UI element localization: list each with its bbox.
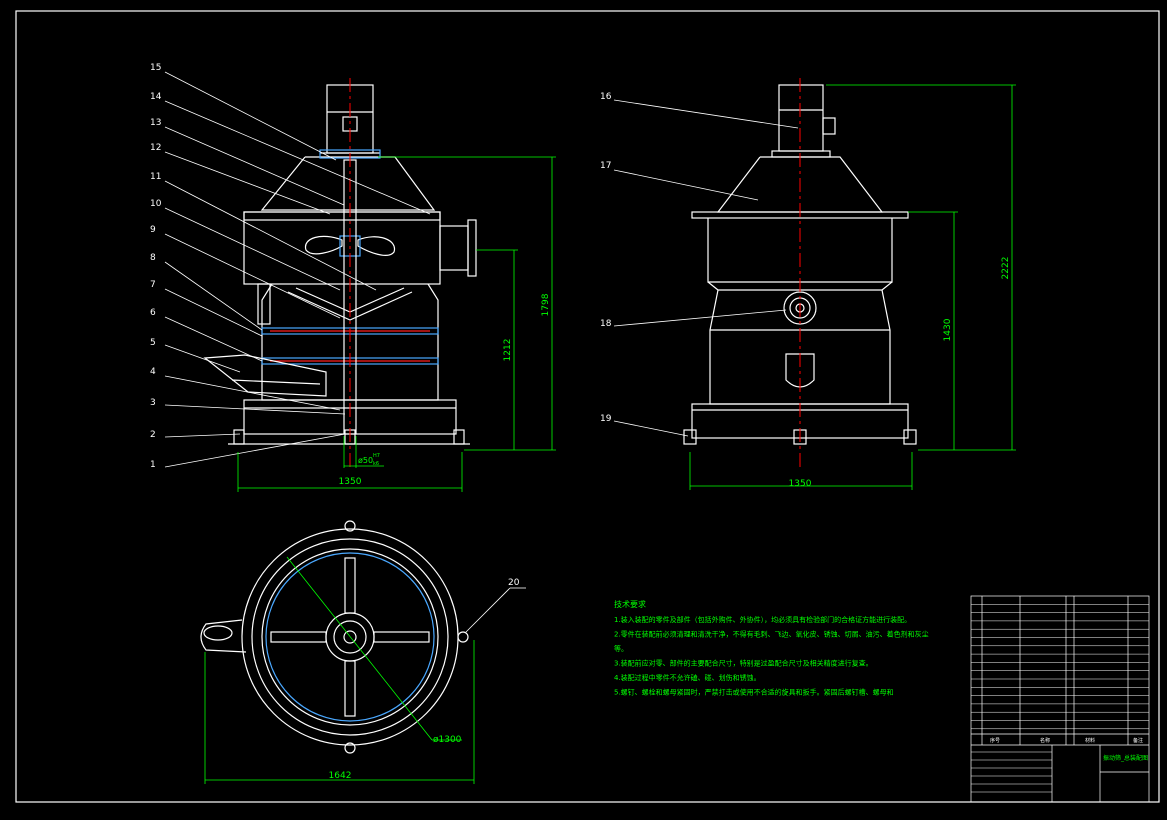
note-line: 5.螺钉、螺栓和螺母紧固时，严禁打击或使用不合适的旋具和扳手。紧固后螺钉槽、螺母…	[614, 688, 894, 697]
part-label-1: 1	[150, 460, 156, 470]
part-label-7: 7	[150, 280, 156, 290]
title-block-col-2: 名称	[1040, 737, 1050, 744]
front-dimensions	[237, 156, 556, 492]
front-height-dim: 1798	[541, 293, 551, 316]
part-label-10: 10	[150, 199, 162, 209]
side-leaders	[613, 99, 799, 437]
part-label-18: 18	[600, 319, 612, 329]
side-motor	[778, 84, 824, 152]
fan-blade-left	[304, 235, 343, 255]
side-height-dim: 2222	[1001, 257, 1011, 280]
shaft-tol-upper: H7	[373, 453, 380, 459]
plan-part-label: 20	[508, 578, 520, 588]
drawing-border	[15, 10, 1160, 803]
title-block-col-1: 序号	[990, 737, 1000, 744]
front-section-view	[203, 84, 477, 445]
note-line: 3.装配前应对零、部件的主要配合尺寸，特别是过盈配合尺寸及相关精度进行复查。	[614, 659, 873, 668]
annotation-text: 15 14 13 12 11 10 9 8 7 6 5 4 3 2 1 16 17 18 19 20 1798 1…	[150, 63, 1148, 781]
plan-inner-ring	[261, 548, 439, 726]
plan-spoke-bottom	[344, 660, 356, 717]
front-part-labels: 15 14 13 12 11 10 9 8 7 6 5 4 3 2 1	[150, 63, 162, 470]
plan-spoke-left	[270, 631, 327, 643]
title-block-col-4: 备注	[1133, 737, 1143, 744]
note-line: 4.装配过程中零件不允许磕、碰、划伤和锈蚀。	[614, 673, 761, 682]
title-block-drawing-name: 振动筛_总装配图	[1103, 754, 1148, 762]
side-foot-left	[683, 429, 697, 445]
title-block-rows	[971, 604, 1149, 793]
side-dimensions	[689, 84, 1016, 490]
part-label-16: 16	[600, 92, 612, 102]
foot-left	[233, 429, 245, 445]
plan-spoke-right	[373, 631, 430, 643]
notes-lines: 1.装入装配的零件及部件（包括外购件、外协件），均必须具有检验部门的合格证方能进…	[614, 615, 929, 697]
plan-annotations	[204, 556, 526, 784]
part-label-13: 13	[150, 118, 161, 128]
plan-dia-dim: ø1300	[433, 735, 462, 745]
outlet-pipe	[439, 225, 469, 271]
part-label-8: 8	[150, 253, 156, 263]
side-discharge-spout	[785, 353, 815, 388]
plan-lug-bottom	[344, 742, 356, 754]
part-label-5: 5	[150, 338, 156, 348]
shaft-dia-dim: ø50	[358, 456, 373, 465]
side-part-labels: 16 17 18 19	[600, 92, 612, 424]
part-label-3: 3	[150, 398, 156, 408]
note-line: 等。	[614, 644, 628, 653]
plan-spoke-top	[344, 557, 356, 614]
front-leaders	[164, 71, 431, 468]
front-width-dim: 1350	[339, 477, 362, 487]
part-label-12: 12	[150, 143, 161, 153]
part-label-11: 11	[150, 172, 161, 182]
part-label-17: 17	[600, 161, 611, 171]
motor	[326, 84, 374, 154]
side-width-dim: 1350	[789, 479, 812, 489]
upper-chamber	[243, 211, 441, 285]
plan-discharge-spout	[200, 619, 247, 653]
note-line: 2.零件在装配前必须清理和清洗干净，不得有毛刺、飞边、氧化皮、锈蚀、切屑、油污、…	[614, 630, 929, 639]
collection-cone	[287, 291, 413, 321]
part-label-15: 15	[150, 63, 161, 73]
part-label-9: 9	[150, 225, 156, 235]
hood	[260, 156, 436, 211]
plan-lug-right	[457, 631, 469, 643]
part-label-19: 19	[600, 414, 612, 424]
plan-lug-top	[344, 520, 356, 532]
part-label-14: 14	[150, 92, 162, 102]
title-block	[970, 595, 1150, 803]
plan-view	[200, 520, 469, 754]
discharge-chute	[203, 354, 327, 397]
notes-title: 技术要求	[614, 599, 646, 609]
part-label-2: 2	[150, 430, 156, 440]
part-label-6: 6	[150, 308, 156, 318]
part-label-4: 4	[150, 367, 156, 377]
plan-width-dim: 1642	[329, 771, 352, 781]
side-inner-height-dim: 1430	[943, 318, 953, 341]
front-inner-height-dim: 1212	[503, 339, 513, 362]
note-line: 1.装入装配的零件及部件（包括外购件、外协件），均必须具有检验部门的合格证方能进…	[614, 615, 911, 624]
side-foot-right	[903, 429, 917, 445]
shaft-tol-lower: k6	[373, 461, 379, 467]
fan-blade-right	[357, 236, 396, 256]
title-block-col-3: 材料	[1085, 737, 1095, 744]
